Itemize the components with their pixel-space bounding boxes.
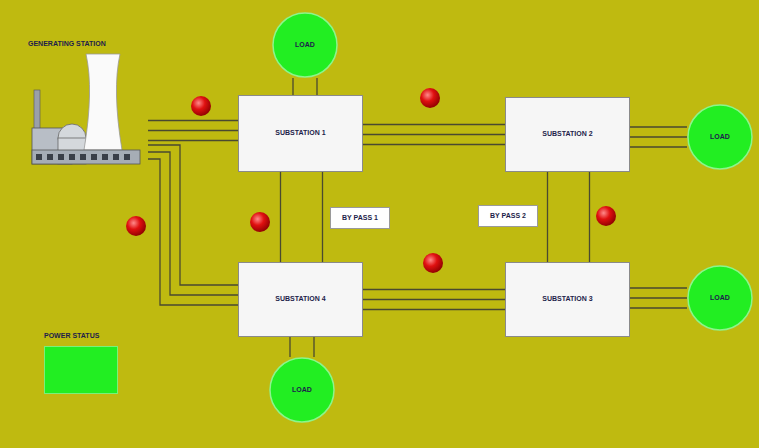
power-line (281, 172, 323, 262)
status-led (126, 216, 146, 236)
substation-box: SUBSTATION 1 (238, 95, 363, 172)
load-circle: LOAD (269, 357, 335, 423)
load-circle: LOAD (687, 104, 753, 170)
power-plant-icon (28, 40, 146, 166)
status-led (423, 253, 443, 273)
node-label: SUBSTATION 2 (542, 130, 592, 138)
load-circle: LOAD (687, 265, 753, 331)
node-label: LOAD (710, 133, 730, 141)
node-label: SUBSTATION 1 (275, 129, 325, 137)
power-line (630, 288, 687, 308)
power-line (630, 127, 687, 147)
substation-box: SUBSTATION 4 (238, 262, 363, 337)
power-line (148, 121, 238, 141)
power-line (148, 145, 238, 305)
node-label: BY PASS 1 (342, 214, 378, 222)
power-line (293, 78, 317, 95)
generating-station: GENERATING STATION (28, 40, 148, 166)
node-label: LOAD (295, 41, 315, 49)
node-label: GENERATING STATION (28, 40, 148, 48)
power-line (363, 290, 505, 310)
node-label: LOAD (292, 386, 312, 394)
node-label: SUBSTATION 3 (542, 295, 592, 303)
node-label: POWER STATUS (44, 332, 126, 340)
substation-box: SUBSTATION 2 (505, 97, 630, 172)
node-label: LOAD (710, 294, 730, 302)
status-led (596, 206, 616, 226)
bypass-tag: BY PASS 2 (478, 205, 538, 227)
power-line (290, 337, 314, 357)
status-indicator (44, 346, 118, 394)
substation-box: SUBSTATION 3 (505, 262, 630, 337)
load-circle: LOAD (272, 12, 338, 78)
power-status: POWER STATUS (44, 332, 126, 404)
node-label: BY PASS 2 (490, 212, 526, 220)
status-led (250, 212, 270, 232)
status-led (420, 88, 440, 108)
power-line (548, 172, 590, 262)
power-line (363, 125, 505, 145)
bypass-tag: BY PASS 1 (330, 207, 390, 229)
status-led (191, 96, 211, 116)
node-label: SUBSTATION 4 (275, 295, 325, 303)
